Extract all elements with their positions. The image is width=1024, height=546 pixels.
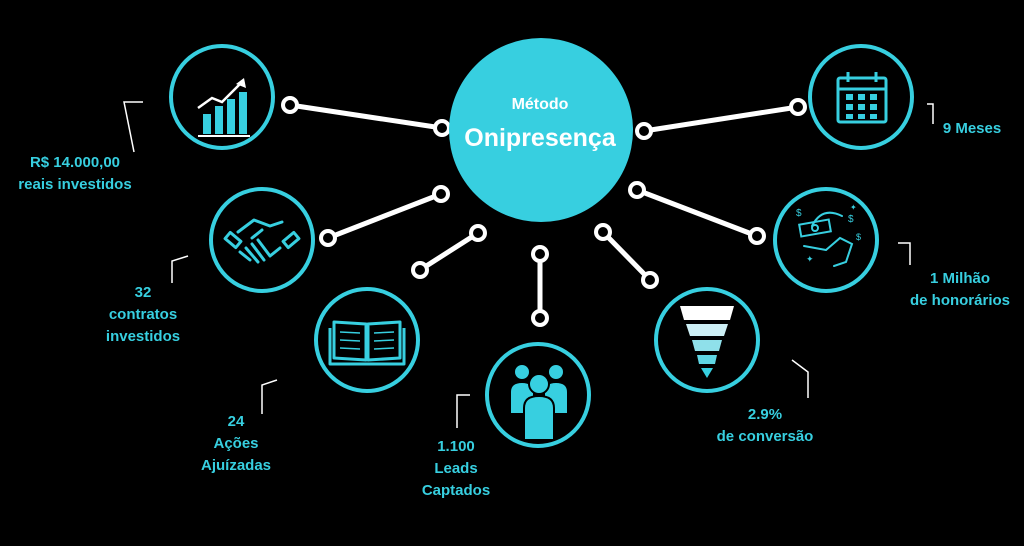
bracket-lawsuits xyxy=(261,379,278,414)
bracket-investment xyxy=(123,101,143,153)
label-contracts-value: 32 xyxy=(134,284,152,301)
connector-dot xyxy=(411,261,429,279)
hub-title: Onipresença xyxy=(464,124,616,152)
connector-dot xyxy=(594,223,612,241)
label-contracts: 32 contratos investidos xyxy=(88,282,198,348)
label-leads-value: 1.100 xyxy=(437,438,475,455)
connector-dot xyxy=(469,224,487,242)
label-conversion: 2.9% de conversão xyxy=(700,404,830,448)
label-leads: 1.100 Leads Captados xyxy=(406,436,506,502)
svg-text:$: $ xyxy=(856,232,861,242)
node-fees xyxy=(773,187,879,293)
hub-circle xyxy=(449,38,633,222)
svg-text:$: $ xyxy=(848,214,854,225)
bracket-contracts xyxy=(171,255,189,283)
connector-dot xyxy=(628,181,646,199)
connector-dot xyxy=(433,119,451,137)
connector-dot xyxy=(748,227,766,245)
connector-contracts xyxy=(325,191,444,241)
svg-text:$: $ xyxy=(796,208,802,219)
label-investment: R$ 14.000,00 reais investidos xyxy=(2,152,148,196)
label-conversion-value: 2.9% xyxy=(747,406,783,423)
handshake-icon xyxy=(223,218,301,264)
calendar-icon xyxy=(836,72,888,124)
people-group-icon xyxy=(509,363,569,441)
label-duration-value: 9 Meses xyxy=(942,120,1002,137)
money-hand-icon: $ $ $ ✦ ✦ xyxy=(796,203,861,267)
connector-conversion xyxy=(600,229,653,283)
label-fees: 1 Milhão de honorários xyxy=(896,268,1024,312)
open-book-icon xyxy=(328,320,406,366)
connector-dot xyxy=(281,96,299,114)
bracket-leads xyxy=(456,394,470,428)
connector-investment xyxy=(287,102,445,131)
label-investment-text: reais investidos xyxy=(18,176,132,193)
bracket-conversion xyxy=(791,359,809,398)
hub-subtitle: Método xyxy=(511,96,569,113)
label-investment-value: R$ 14.000,00 xyxy=(29,154,121,171)
svg-text:✦: ✦ xyxy=(850,203,857,212)
svg-text:✦: ✦ xyxy=(806,254,814,264)
label-lawsuits: 24 Ações Ajuízadas xyxy=(186,411,286,477)
connector-lawsuits xyxy=(417,230,481,273)
connector-dot xyxy=(319,229,337,247)
label-fees-text: de honorários xyxy=(909,292,1010,309)
growth-chart-icon xyxy=(197,78,250,137)
label-contracts-text1: contratos xyxy=(108,306,178,323)
connector-dot xyxy=(531,309,549,327)
connector-duration xyxy=(641,104,801,134)
bracket-fees xyxy=(898,242,911,265)
connector-dot xyxy=(531,245,549,263)
label-lawsuits-text1: Ações xyxy=(213,435,259,452)
label-lawsuits-value: 24 xyxy=(227,413,245,430)
bracket-duration xyxy=(927,103,934,124)
connector-dot xyxy=(635,122,653,140)
label-conversion-text: de conversão xyxy=(716,428,814,445)
label-leads-text1: Leads xyxy=(434,460,478,477)
connector-dot xyxy=(641,271,659,289)
connector-fees xyxy=(634,187,760,239)
funnel-icon xyxy=(680,306,734,378)
label-duration: 9 Meses xyxy=(932,118,1012,140)
label-contracts-text2: investidos xyxy=(105,328,181,345)
label-fees-value: 1 Milhão xyxy=(929,270,990,287)
label-lawsuits-text2: Ajuízadas xyxy=(200,457,272,474)
label-leads-text2: Captados xyxy=(421,482,491,499)
connector-dot xyxy=(432,185,450,203)
connector-dot xyxy=(789,98,807,116)
node-investment xyxy=(169,44,275,150)
node-contracts xyxy=(209,187,315,293)
